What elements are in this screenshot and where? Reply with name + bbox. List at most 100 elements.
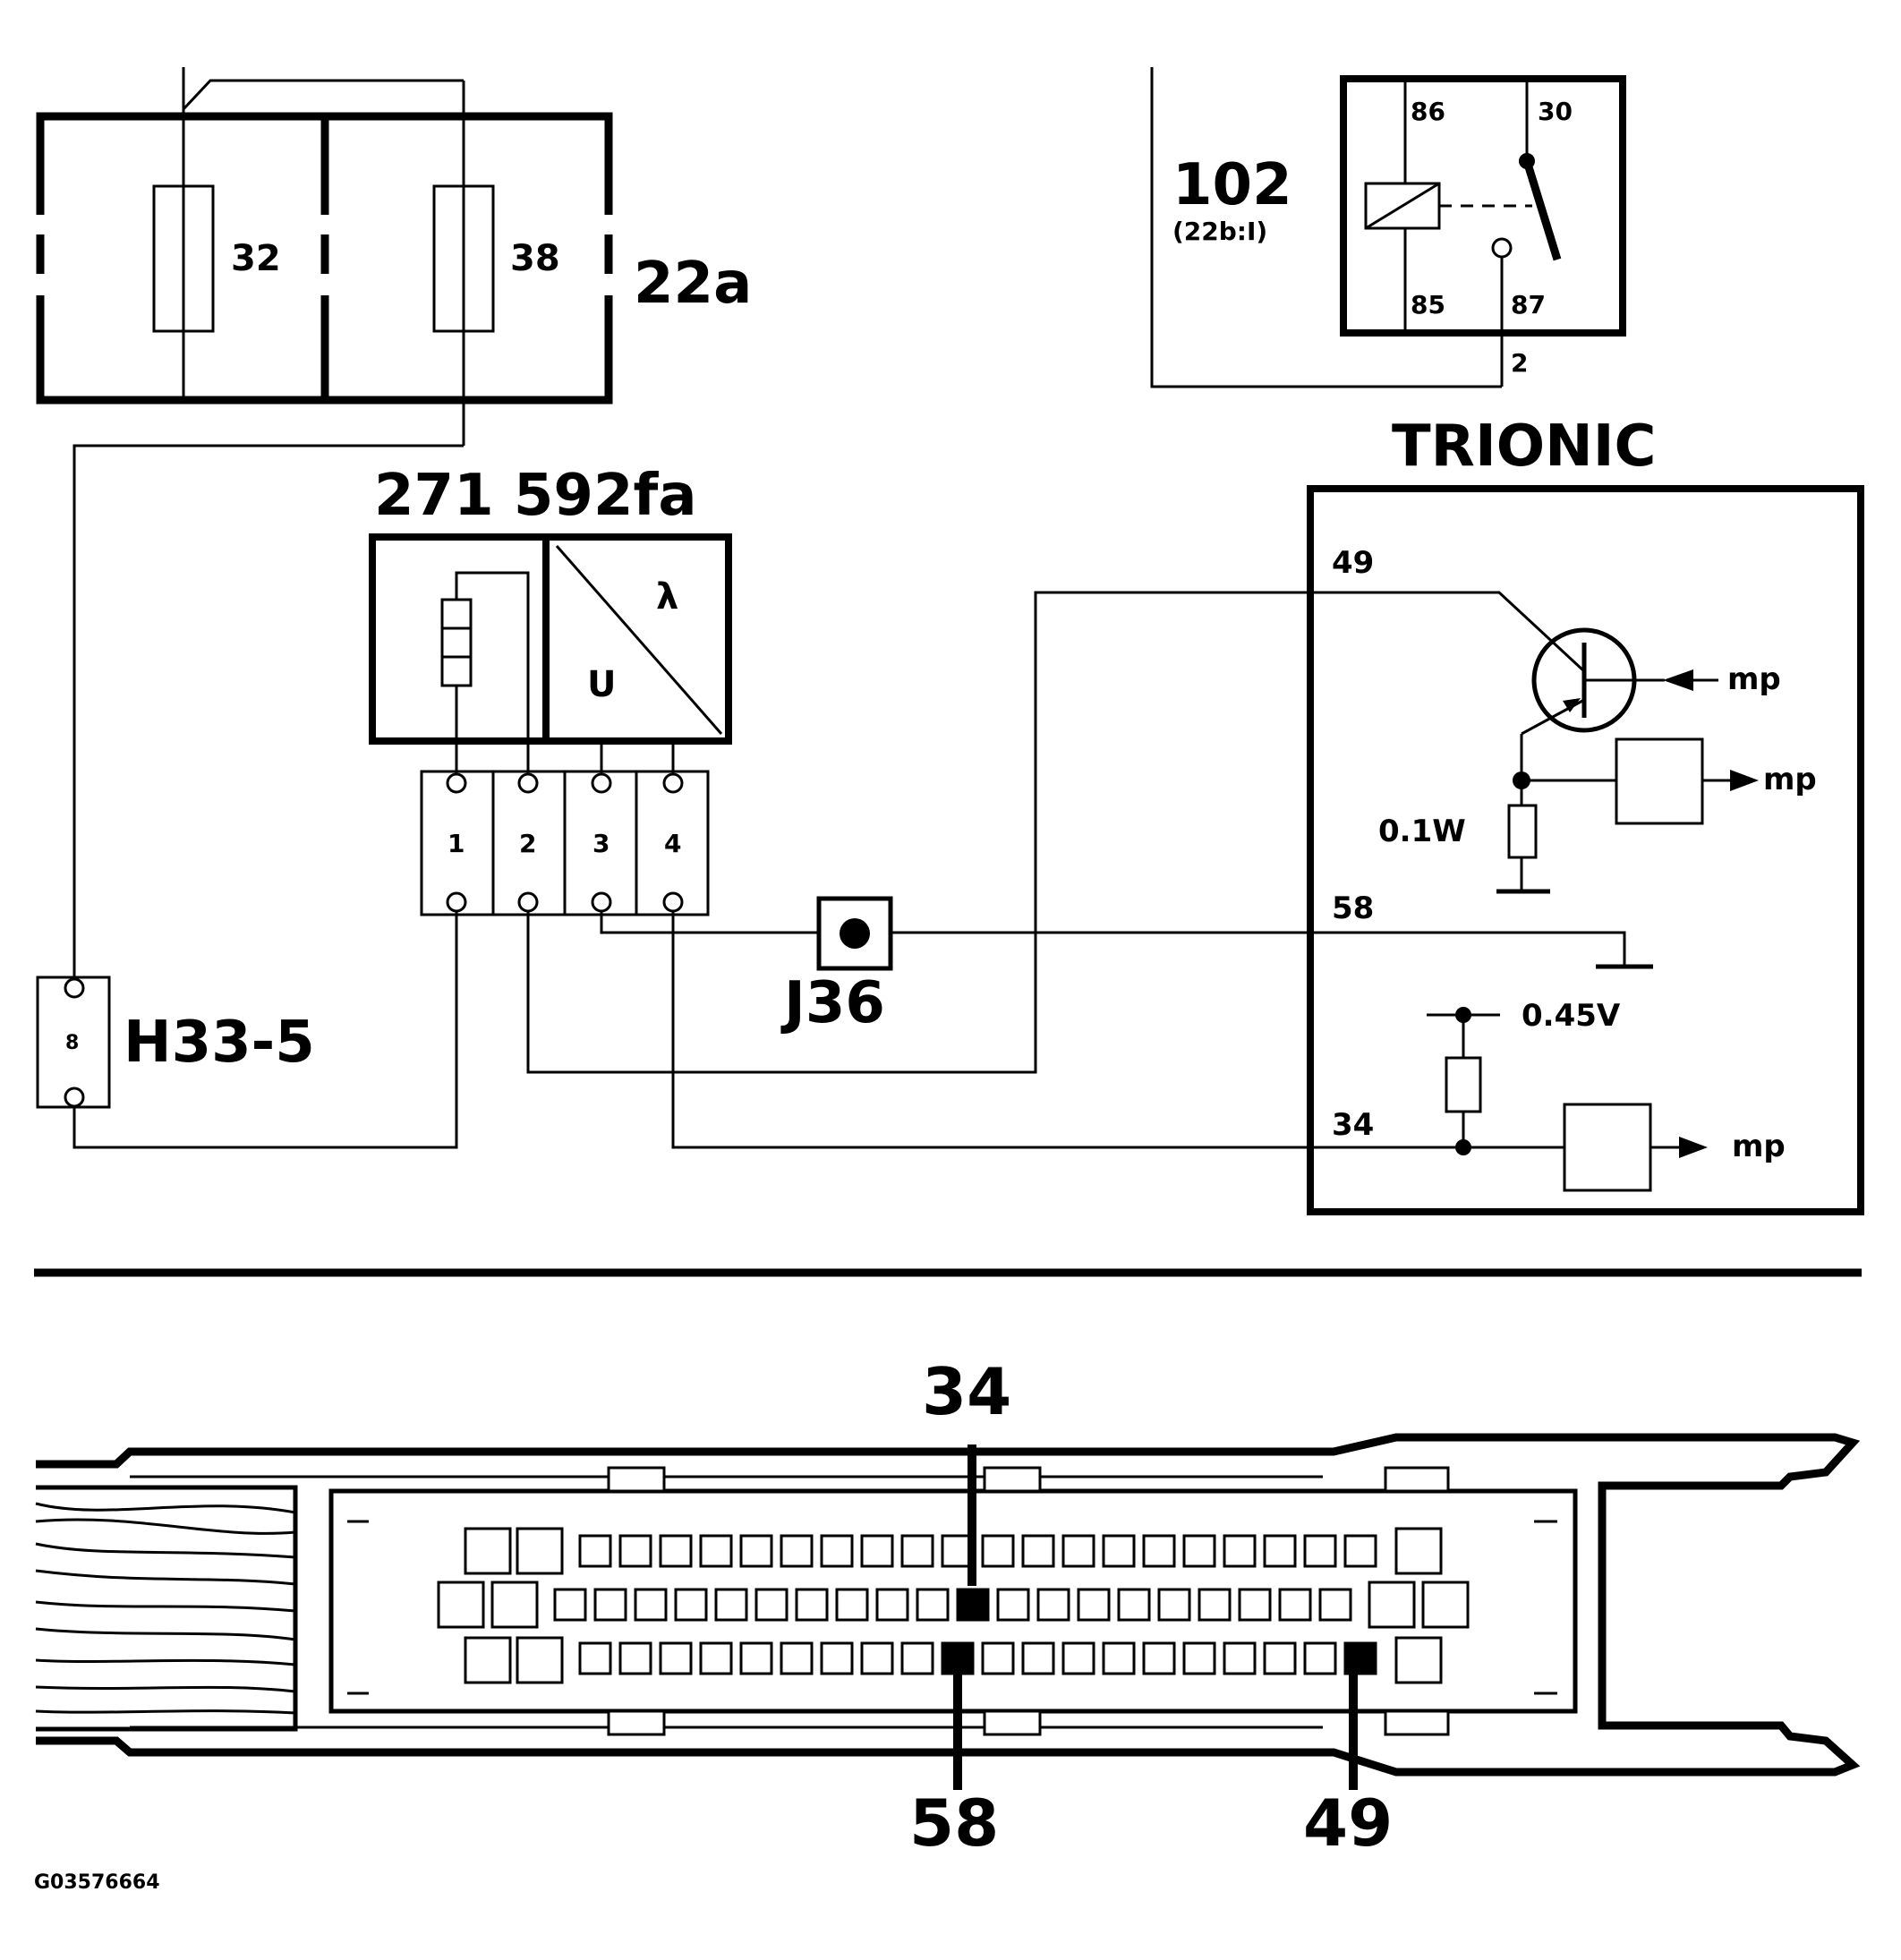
pin-row-bottom-pin bbox=[1102, 1641, 1136, 1675]
pin-row-middle-pin bbox=[1077, 1588, 1111, 1622]
pin-row-top-pin bbox=[1182, 1534, 1216, 1568]
pin-row-bottom-pin bbox=[1263, 1641, 1297, 1675]
pin-row-bottom-pin bbox=[1182, 1641, 1216, 1675]
ecu-signal-block-2 bbox=[1563, 1103, 1652, 1192]
sensor-id: 271 592fa bbox=[374, 463, 697, 529]
pin-row-top-pin bbox=[1021, 1534, 1055, 1568]
pin-row-top-pin bbox=[739, 1534, 773, 1568]
pin-row-bottom-pin bbox=[659, 1641, 693, 1675]
pin-row-top-pin bbox=[1303, 1534, 1337, 1568]
sensor-pin-3: 3 bbox=[592, 829, 610, 858]
relay-id: 102 bbox=[1172, 152, 1292, 218]
ecu-connector-illustration: 34 58 49 bbox=[35, 1354, 1861, 1861]
pin-row-bottom-pin bbox=[1142, 1641, 1176, 1675]
pin-row-middle-pin bbox=[1318, 1588, 1352, 1622]
pin-row-middle-pin bbox=[875, 1588, 909, 1622]
ecu-signal-block-1 bbox=[1615, 737, 1704, 825]
relay-terminal-86: 86 bbox=[1411, 97, 1445, 126]
pin-row-middle-pin bbox=[1198, 1588, 1232, 1622]
pin-row-bottom-pin bbox=[900, 1641, 934, 1675]
relay-reference: (22b:I) bbox=[1172, 217, 1267, 246]
pin-row-middle-pin bbox=[674, 1588, 708, 1622]
ecu-pin-49: 49 bbox=[1332, 545, 1374, 581]
pin-row-bottom-pin bbox=[699, 1641, 733, 1675]
figure-code: G03576664 bbox=[34, 1871, 160, 1894]
pin-row-top bbox=[578, 1534, 1377, 1568]
lambda-symbol: λ bbox=[656, 576, 678, 618]
connector-label-58: 58 bbox=[909, 1785, 999, 1861]
pin-row-middle-pin bbox=[754, 1588, 789, 1622]
pin-row-top-pin bbox=[820, 1534, 854, 1568]
pin-row-bottom-pin bbox=[1021, 1641, 1055, 1675]
pin-row-middle-pin bbox=[996, 1588, 1030, 1622]
pin-row-middle-pin bbox=[714, 1588, 748, 1622]
wire-bundle bbox=[35, 1485, 298, 1732]
pin-row-middle-pin bbox=[634, 1588, 668, 1622]
h33-pin-8: 8 bbox=[65, 1032, 79, 1054]
wire-sensor-pin2-to-ecu-49 bbox=[526, 591, 1586, 1074]
relay-102: 86 30 85 87 2 102 (22b:I) bbox=[1150, 67, 1626, 388]
pin-row-top-pin bbox=[860, 1534, 894, 1568]
pin-row-top-pin bbox=[780, 1534, 814, 1568]
ground-point-j36: J36 bbox=[600, 896, 1653, 1036]
sensor-pin-2: 2 bbox=[519, 829, 536, 858]
pin-row-middle-pin bbox=[795, 1588, 829, 1622]
pin-row-top-pin bbox=[618, 1534, 652, 1568]
pin-row-bottom-pin bbox=[578, 1641, 612, 1675]
pin-row-bottom-pin bbox=[739, 1641, 773, 1675]
sensor-pin-4: 4 bbox=[664, 829, 681, 858]
resistor-0-1w bbox=[1507, 804, 1538, 859]
h33-id: H33-5 bbox=[124, 1010, 315, 1076]
pin-row-top-pin bbox=[1263, 1534, 1297, 1568]
pin-row-middle-pin bbox=[1036, 1588, 1070, 1622]
voltage-symbol: U bbox=[587, 664, 616, 705]
pin-row-middle-pin bbox=[916, 1588, 950, 1622]
pin-row-top-pin bbox=[699, 1534, 733, 1568]
ecu-pin-34: 34 bbox=[1332, 1107, 1374, 1143]
pin-row-middle bbox=[553, 1588, 1352, 1622]
ecu-pin-58: 58 bbox=[1332, 891, 1374, 926]
pin-row-middle-pin bbox=[835, 1588, 869, 1622]
pin-row-bottom bbox=[578, 1641, 1377, 1675]
pin-row-middle-pin bbox=[1278, 1588, 1312, 1622]
pin-row-middle-pin bbox=[956, 1588, 990, 1622]
signal-label-transistor: mp bbox=[1727, 661, 1781, 697]
signal-label-block-1: mp bbox=[1763, 762, 1817, 797]
fuse-box-id: 22a bbox=[634, 251, 752, 317]
reference-voltage: 0.45V bbox=[1522, 998, 1621, 1034]
fuse-box-22a: 32 38 22a bbox=[36, 67, 752, 446]
trionic-ecu: TRIONIC 49 58 34 mp mp 0.1W 0.45V bbox=[1307, 413, 1864, 1215]
pin-row-middle-pin bbox=[593, 1588, 627, 1622]
signal-label-block-2: mp bbox=[1732, 1129, 1786, 1164]
pin-row-top-pin bbox=[1061, 1534, 1095, 1568]
pin-row-bottom-pin bbox=[981, 1641, 1015, 1675]
pin-row-bottom-pin bbox=[1223, 1641, 1257, 1675]
wire-sensor-pin4-to-ecu-34 bbox=[671, 911, 1564, 1149]
pin-row-top-pin bbox=[1102, 1534, 1136, 1568]
pin-row-top-pin bbox=[981, 1534, 1015, 1568]
pin-row-top-pin bbox=[900, 1534, 934, 1568]
pin-row-bottom-pin bbox=[1303, 1641, 1337, 1675]
pin-row-top-pin bbox=[1343, 1534, 1377, 1568]
pin-row-top-pin bbox=[1223, 1534, 1257, 1568]
j36-id: J36 bbox=[780, 970, 885, 1036]
connector-label-34: 34 bbox=[922, 1354, 1011, 1429]
sensor-pin-1: 1 bbox=[448, 829, 465, 858]
pin-row-top-pin bbox=[578, 1534, 612, 1568]
relay-terminal-30: 30 bbox=[1538, 97, 1573, 126]
pin-row-top-pin bbox=[659, 1534, 693, 1568]
fuse-38-label: 38 bbox=[510, 238, 560, 279]
pin-row-bottom-pin bbox=[860, 1641, 894, 1675]
resistor-value: 0.1W bbox=[1378, 814, 1466, 849]
pin-row-bottom-pin bbox=[780, 1641, 814, 1675]
oxygen-sensor-271-592fa: 271 592fa λ U 1 2 3 4 bbox=[369, 463, 732, 916]
relay-terminal-87: 87 bbox=[1511, 290, 1546, 320]
ecu-name: TRIONIC bbox=[1392, 413, 1657, 480]
relay-output-pin: 2 bbox=[1511, 348, 1528, 378]
resistor-reference bbox=[1445, 1056, 1482, 1113]
pin-row-bottom-pin bbox=[618, 1641, 652, 1675]
pin-row-middle-pin bbox=[1238, 1588, 1272, 1622]
relay-terminal-85: 85 bbox=[1411, 290, 1445, 320]
heater-element bbox=[440, 598, 473, 687]
